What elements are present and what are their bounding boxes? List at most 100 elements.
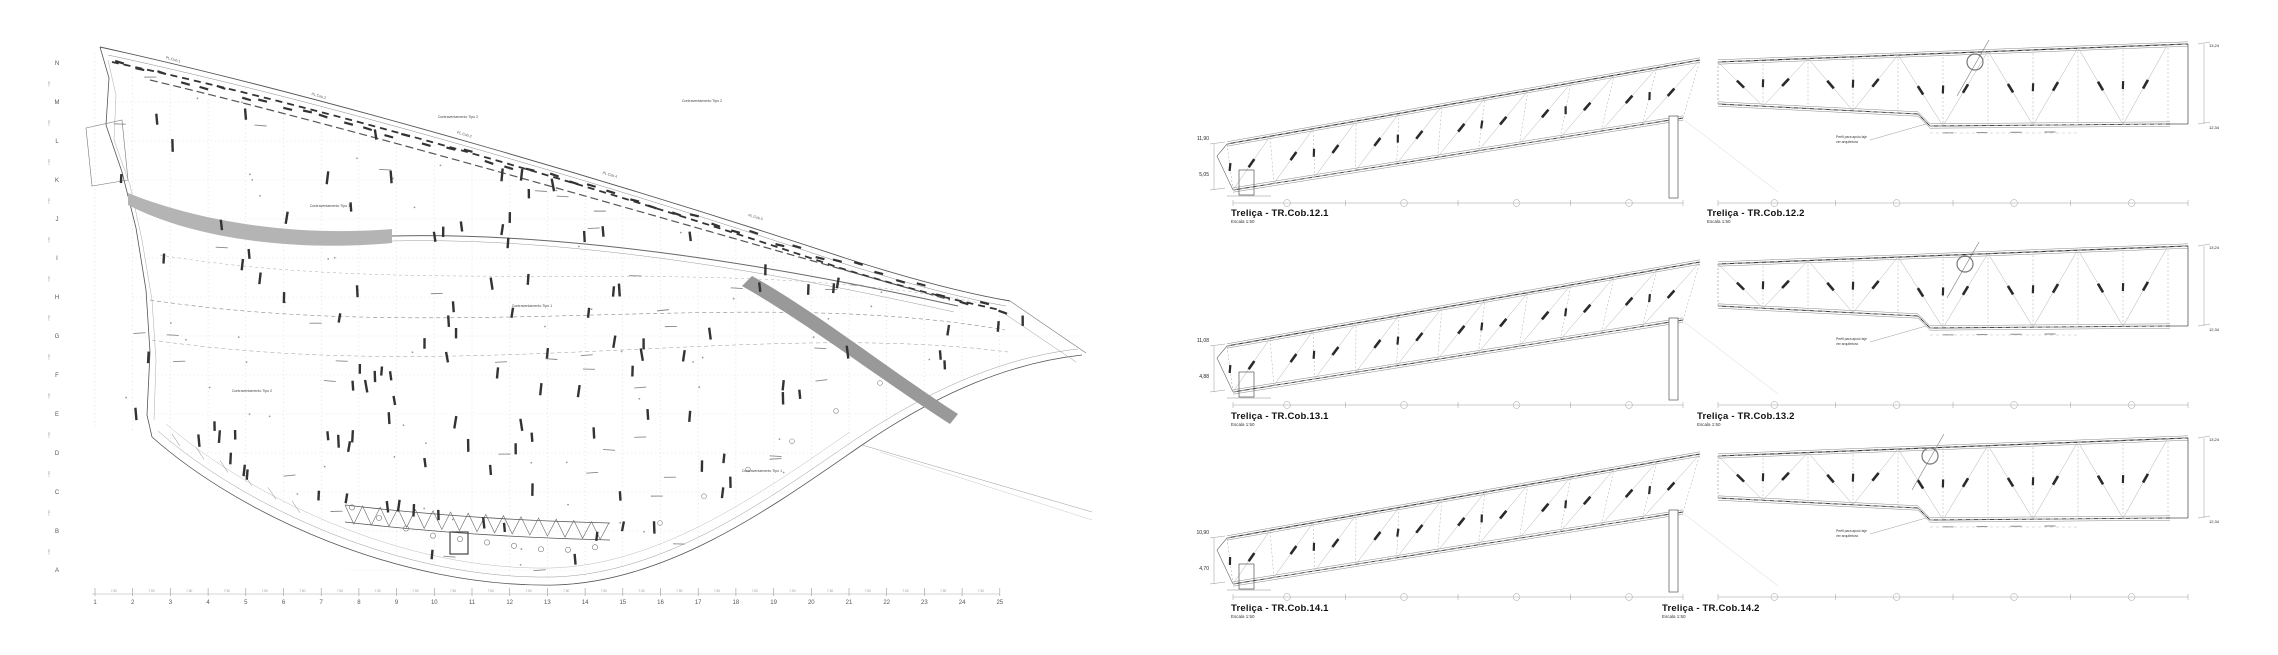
svg-text:19: 19 [770,600,777,606]
svg-text:7,50: 7,50 [47,549,51,555]
svg-text:Contraventamento Tipo 1: Contraventamento Tipo 1 [310,204,350,208]
truss-scale-label: Escala 1:50 [1231,218,1255,224]
svg-text:7,50: 7,50 [638,589,644,593]
svg-text:11,08: 11,08 [1197,338,1209,344]
svg-text:5,05: 5,05 [1199,172,1209,178]
svg-text:12,34: 12,34 [2209,519,2220,524]
svg-text:D: D [55,451,60,457]
plan-lower-truss-band [171,380,883,553]
svg-text:7,50: 7,50 [865,589,871,593]
truss-scale-label: Escala 1:50 [1697,421,1721,427]
svg-text:5: 5 [244,600,248,606]
svg-text:18: 18 [733,600,740,606]
svg-text:12,34: 12,34 [2209,327,2220,332]
svg-text:4,88: 4,88 [1199,374,1209,380]
svg-text:PL.Cob.5: PL.Cob.5 [748,213,764,221]
svg-text:7,50: 7,50 [337,589,343,593]
svg-text:14: 14 [582,600,589,606]
svg-text:7,50: 7,50 [47,432,51,438]
svg-text:7,50: 7,50 [714,589,720,593]
svg-text:PL.Cob.1: PL.Cob.1 [165,56,181,64]
svg-text:4,70: 4,70 [1199,566,1209,572]
truss-title-tr-cob-13-2: Treliça - TR.Cob.13.2 Escala 1:50 [1697,412,1795,428]
svg-text:2: 2 [131,600,135,606]
truss-TR.Cob.14.1: 10,904,70 [1196,451,1701,601]
svg-text:7,50: 7,50 [525,589,531,593]
svg-text:7,50: 7,50 [47,237,51,243]
truss-title-tr-cob-14-1: Treliça - TR.Cob.14.1 Escala 1:50 [1231,604,1329,620]
svg-text:7,50: 7,50 [299,589,305,593]
svg-text:ver arquitetura: ver arquitetura [1836,140,1858,144]
svg-text:Perfil para apoio laje: Perfil para apoio laje [1836,529,1867,533]
svg-text:11,90: 11,90 [1197,136,1209,142]
plan-gray-bands [128,193,959,424]
svg-text:3: 3 [169,600,173,606]
svg-text:Contraventamento Tipo 1: Contraventamento Tipo 1 [512,304,552,308]
truss-scale-label: Escala 1:50 [1662,613,1686,619]
svg-text:PL.Cob.4: PL.Cob.4 [602,171,618,179]
svg-text:16: 16 [657,600,664,606]
svg-text:7,50: 7,50 [752,589,758,593]
svg-text:7,50: 7,50 [224,589,230,593]
svg-text:24: 24 [959,600,966,606]
svg-text:C: C [55,490,60,496]
truss-label: Treliça - TR.Cob.13.2 [1697,411,1795,422]
svg-text:7,50: 7,50 [375,589,381,593]
svg-text:7,50: 7,50 [47,510,51,516]
svg-text:11: 11 [469,600,476,606]
svg-text:13,24: 13,24 [2209,437,2220,442]
svg-text:23: 23 [921,600,928,606]
svg-text:Contraventamento Tipo 1: Contraventamento Tipo 1 [742,469,782,473]
truss-TR.Cob.13.1: 11,08 4,88 [1197,259,1701,409]
svg-text:7,50: 7,50 [47,81,51,87]
svg-text:L: L [55,139,59,145]
svg-text:J: J [56,217,59,223]
svg-text:7,50: 7,50 [47,198,51,204]
svg-text:PL.Cob.3: PL.Cob.3 [457,131,473,139]
plan-annotations: Contraventamento Tipo 1 Contraventamento … [165,56,782,473]
svg-text:M: M [55,100,60,106]
truss-scale-label: Escala 1:50 [1231,613,1255,619]
svg-text:7,50: 7,50 [902,589,908,593]
svg-text:E: E [55,412,59,418]
svg-text:7,50: 7,50 [978,589,984,593]
svg-text:7,50: 7,50 [488,589,494,593]
truss-title-tr-cob-12-1: Treliça - TR.Cob.12.1 Escala 1:50 [1231,209,1329,225]
svg-text:7,50: 7,50 [789,589,795,593]
svg-text:8: 8 [357,600,361,606]
svg-text:Perfil para apoio laje: Perfil para apoio laje [1836,135,1867,139]
svg-text:7,50: 7,50 [186,589,192,593]
plan-member-marks [113,59,1024,572]
svg-text:7,50: 7,50 [261,589,267,593]
svg-text:22: 22 [883,600,890,606]
svg-text:1: 1 [93,600,97,606]
truss-title-tr-cob-14-2: Treliça - TR.Cob.14.2 Escala 1:50 [1662,604,1760,620]
svg-text:7,50: 7,50 [412,589,418,593]
svg-text:9: 9 [395,600,399,606]
svg-text:4: 4 [206,600,210,606]
svg-text:7,50: 7,50 [47,393,51,399]
svg-text:7,50: 7,50 [676,589,682,593]
truss-label: Treliça - TR.Cob.13.1 [1231,411,1329,422]
svg-text:7,50: 7,50 [940,589,946,593]
svg-text:13,24: 13,24 [2209,245,2220,250]
svg-text:H: H [55,295,59,301]
svg-text:21: 21 [846,600,853,606]
svg-text:10: 10 [431,600,438,606]
plan-grid [94,53,1081,596]
svg-text:20: 20 [808,600,815,606]
svg-text:A: A [55,568,59,574]
truss-scale-label: Escala 1:50 [1707,218,1731,224]
svg-text:7,50: 7,50 [47,354,51,360]
svg-text:7,50: 7,50 [111,589,117,593]
svg-text:Contraventamento Tipo 2: Contraventamento Tipo 2 [682,99,722,103]
svg-text:7,50: 7,50 [563,589,569,593]
svg-text:F: F [55,373,59,379]
truss-scale-label: Escala 1:50 [1231,421,1255,427]
